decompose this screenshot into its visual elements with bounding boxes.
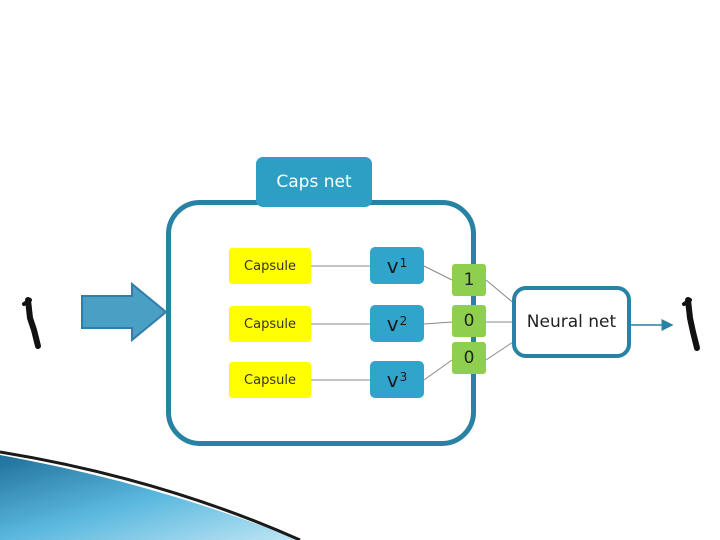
vector-3-base: v [386, 367, 399, 392]
output-bit-3: 0 [452, 342, 486, 374]
vector-2-base: v [386, 311, 399, 336]
output-bit-2: 0 [452, 305, 486, 337]
output-digit-sketch [685, 297, 700, 351]
connector-vector-3 [423, 359, 453, 381]
capsule-box-2: Capsule [229, 306, 311, 342]
capsnet-frame [166, 200, 476, 446]
connector-vector-1 [423, 265, 453, 281]
decorative-swoosh-line [0, 450, 301, 540]
output-bit-1: 1 [452, 264, 486, 296]
connector-output-1 [485, 279, 517, 306]
connector-vector-2 [423, 321, 453, 325]
vector-1-index: 1 [399, 255, 408, 270]
input-arrow [81, 281, 168, 343]
capsnet-title: Caps net [256, 157, 372, 207]
vector-1-base: v [386, 253, 399, 278]
input-digit-sketch [25, 297, 41, 349]
capsule-box-3: Capsule [229, 362, 311, 398]
capsule-box-1: Capsule [229, 248, 311, 284]
decorative-swoosh [0, 455, 300, 540]
neural-net-box: Neural net [512, 286, 631, 358]
vector-3-index: 3 [399, 369, 408, 384]
connector-output-3 [485, 339, 517, 361]
vector-2-index: 2 [399, 313, 408, 328]
